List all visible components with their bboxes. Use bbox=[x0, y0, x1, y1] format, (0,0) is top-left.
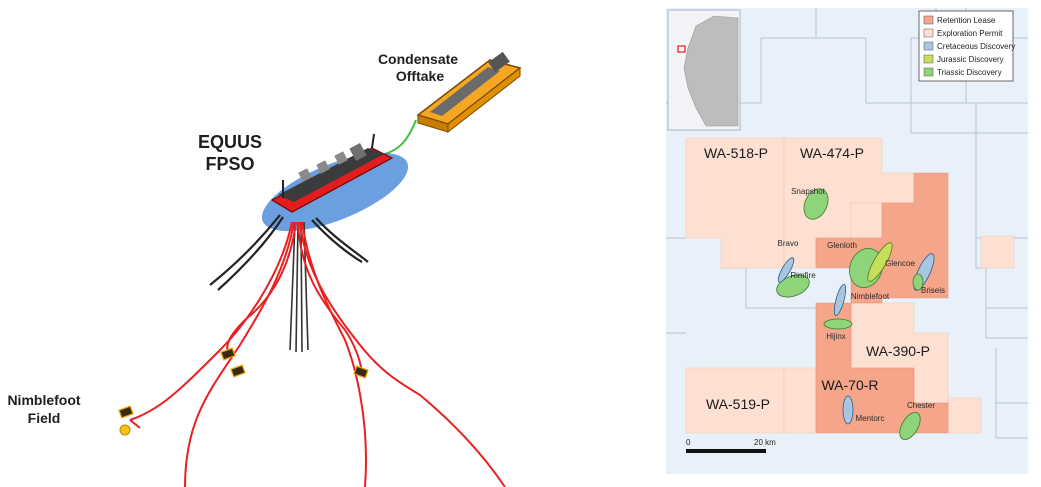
equus-label: EQUUS bbox=[198, 132, 262, 152]
permit-wa390-label: WA-390-P bbox=[866, 343, 930, 359]
subsea-manifolds bbox=[118, 347, 369, 419]
wellhead-icon bbox=[119, 424, 131, 436]
legend-item-jurassic: Jurassic Discovery bbox=[923, 54, 1004, 64]
field-label: Field bbox=[28, 410, 61, 426]
offtake-tanker bbox=[416, 51, 522, 134]
field-glencoe-label: Glencoe bbox=[885, 259, 915, 268]
legend-item-retention-lease: Retention Lease bbox=[923, 15, 996, 25]
fpso-mooring-area bbox=[261, 152, 409, 232]
field-glenloth-label: Glenloth bbox=[827, 241, 857, 250]
subsea-schematic: Condensate Offtake EQUUS FPSO Nimblefoot… bbox=[7, 51, 522, 487]
nimblefoot-label: Nimblefoot bbox=[7, 392, 80, 408]
permit-map: WA-518-P WA-474-P WA-390-P WA-70-R WA-51… bbox=[666, 8, 1028, 474]
svg-text:Cretaceous Discovery: Cretaceous Discovery bbox=[937, 42, 1015, 51]
offtake-hose bbox=[381, 119, 417, 156]
inset-map bbox=[667, 9, 741, 131]
mooring-lines bbox=[209, 214, 369, 291]
fpso-label: FPSO bbox=[205, 154, 254, 174]
field-mentorc-label: Mentorc bbox=[856, 414, 885, 423]
field-briseis-label: Briseis bbox=[921, 286, 945, 295]
scale-bar: 0 20 km bbox=[686, 438, 776, 453]
svg-text:Triassic Discovery: Triassic Discovery bbox=[937, 68, 1002, 77]
legend-item-triassic: Triassic Discovery bbox=[923, 67, 1002, 77]
legend: Retention Lease Exploration Permit Creta… bbox=[918, 10, 1015, 82]
svg-text:0: 0 bbox=[686, 438, 691, 447]
flowlines bbox=[129, 221, 506, 487]
svg-text:Jurassic Discovery: Jurassic Discovery bbox=[937, 55, 1004, 64]
field-snapshot-label: Snapshot bbox=[791, 187, 826, 196]
svg-text:Retention Lease: Retention Lease bbox=[937, 16, 996, 25]
fpso-vessel bbox=[270, 133, 394, 213]
exploration-permits bbox=[685, 137, 1015, 434]
discoveries bbox=[776, 188, 935, 440]
condensate-label: Condensate bbox=[378, 51, 458, 67]
field-rimfire-label: Rimfire bbox=[790, 271, 816, 280]
svg-text:20 km: 20 km bbox=[754, 438, 776, 447]
legend-item-exploration-permit: Exploration Permit bbox=[923, 28, 1003, 38]
field-bravo-label: Bravo bbox=[778, 239, 799, 248]
offtake-label: Offtake bbox=[396, 68, 444, 84]
field-chester-label: Chester bbox=[907, 401, 935, 410]
field-nimblefoot-label: Nimblefoot bbox=[851, 292, 890, 301]
permit-wa70-label: WA-70-R bbox=[821, 377, 878, 393]
legend-item-cretaceous: Cretaceous Discovery bbox=[923, 41, 1015, 51]
permit-wa474-label: WA-474-P bbox=[800, 145, 864, 161]
svg-text:Exploration Permit: Exploration Permit bbox=[937, 29, 1003, 38]
permit-wa518-label: WA-518-P bbox=[704, 145, 768, 161]
permit-wa519-label: WA-519-P bbox=[706, 396, 770, 412]
field-hijinx-label: Hijinx bbox=[826, 332, 846, 341]
